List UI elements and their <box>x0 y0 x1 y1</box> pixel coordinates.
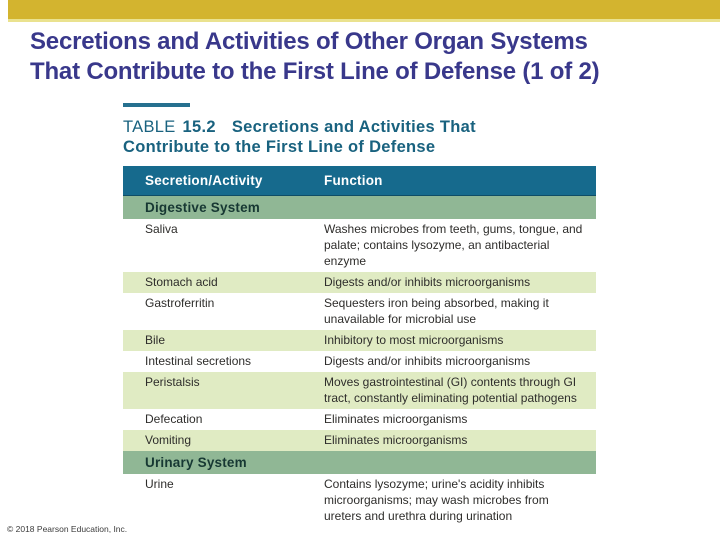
data-table: Secretion/Activity Function Digestive Sy… <box>123 166 596 527</box>
table-row: Peristalsis Moves gastrointestinal (GI) … <box>123 372 596 409</box>
cell-secretion: Vomiting <box>145 433 192 447</box>
cell-function: Contains lysozyme; urine's acidity inhib… <box>324 477 549 523</box>
cell-secretion: Saliva <box>145 222 178 236</box>
cell-secretion: Peristalsis <box>145 375 200 389</box>
table-row: Stomach acid Digests and/or inhibits mic… <box>123 272 596 293</box>
table-row: Intestinal secretions Digests and/or inh… <box>123 351 596 372</box>
cell-secretion: Gastroferritin <box>145 296 215 310</box>
table-row: Defecation Eliminates microorganisms <box>123 409 596 430</box>
table-row: Gastroferritin Sequesters iron being abs… <box>123 293 596 330</box>
slide-title-line2: That Contribute to the First Line of Def… <box>30 58 600 85</box>
cell-function: Eliminates microorganisms <box>324 412 468 426</box>
table-caption-label: TABLE <box>123 118 176 136</box>
copyright-notice: © 2018 Pearson Education, Inc. <box>7 524 128 534</box>
cell-function: Eliminates microorganisms <box>324 433 468 447</box>
cell-secretion: Defecation <box>145 412 203 426</box>
cell-secretion: Stomach acid <box>145 275 218 289</box>
table-row: Saliva Washes microbes from teeth, gums,… <box>123 219 596 272</box>
cell-function: Moves gastrointestinal (GI) contents thr… <box>324 375 577 405</box>
column-header-secretion: Secretion/Activity <box>145 173 263 188</box>
cell-function: Washes microbes from teeth, gums, tongue… <box>324 222 583 268</box>
slide-title: Secretions and Activities of Other Organ… <box>30 27 702 87</box>
column-header-function: Function <box>324 173 383 188</box>
cell-secretion: Bile <box>145 333 166 347</box>
table-row: Urine Contains lysozyme; urine's acidity… <box>123 474 596 527</box>
table-header-row: Secretion/Activity Function <box>123 166 596 196</box>
cell-secretion: Intestinal secretions <box>145 354 252 368</box>
table-row: Vomiting Eliminates microorganisms <box>123 430 596 451</box>
table-row: Bile Inhibitory to most microorganisms <box>123 330 596 351</box>
table-caption-number: 15.2 <box>182 118 216 136</box>
cell-function: Inhibitory to most microorganisms <box>324 333 504 347</box>
top-accent-bar <box>8 0 720 22</box>
cell-function: Digests and/or inhibits microorganisms <box>324 354 531 368</box>
cell-secretion: Urine <box>145 477 174 491</box>
section-row-urinary: Urinary System <box>123 451 596 474</box>
slide-title-line1: Secretions and Activities of Other Organ… <box>30 28 588 55</box>
table-caption-line2: Contribute to the First Line of Defense <box>123 138 436 156</box>
cell-function: Digests and/or inhibits microorganisms <box>324 275 531 289</box>
section-row-digestive: Digestive System <box>123 196 596 219</box>
cell-function: Sequesters iron being absorbed, making i… <box>324 296 549 326</box>
caption-rule <box>123 103 190 107</box>
table-caption-line1: Secretions and Activities That <box>231 118 476 136</box>
